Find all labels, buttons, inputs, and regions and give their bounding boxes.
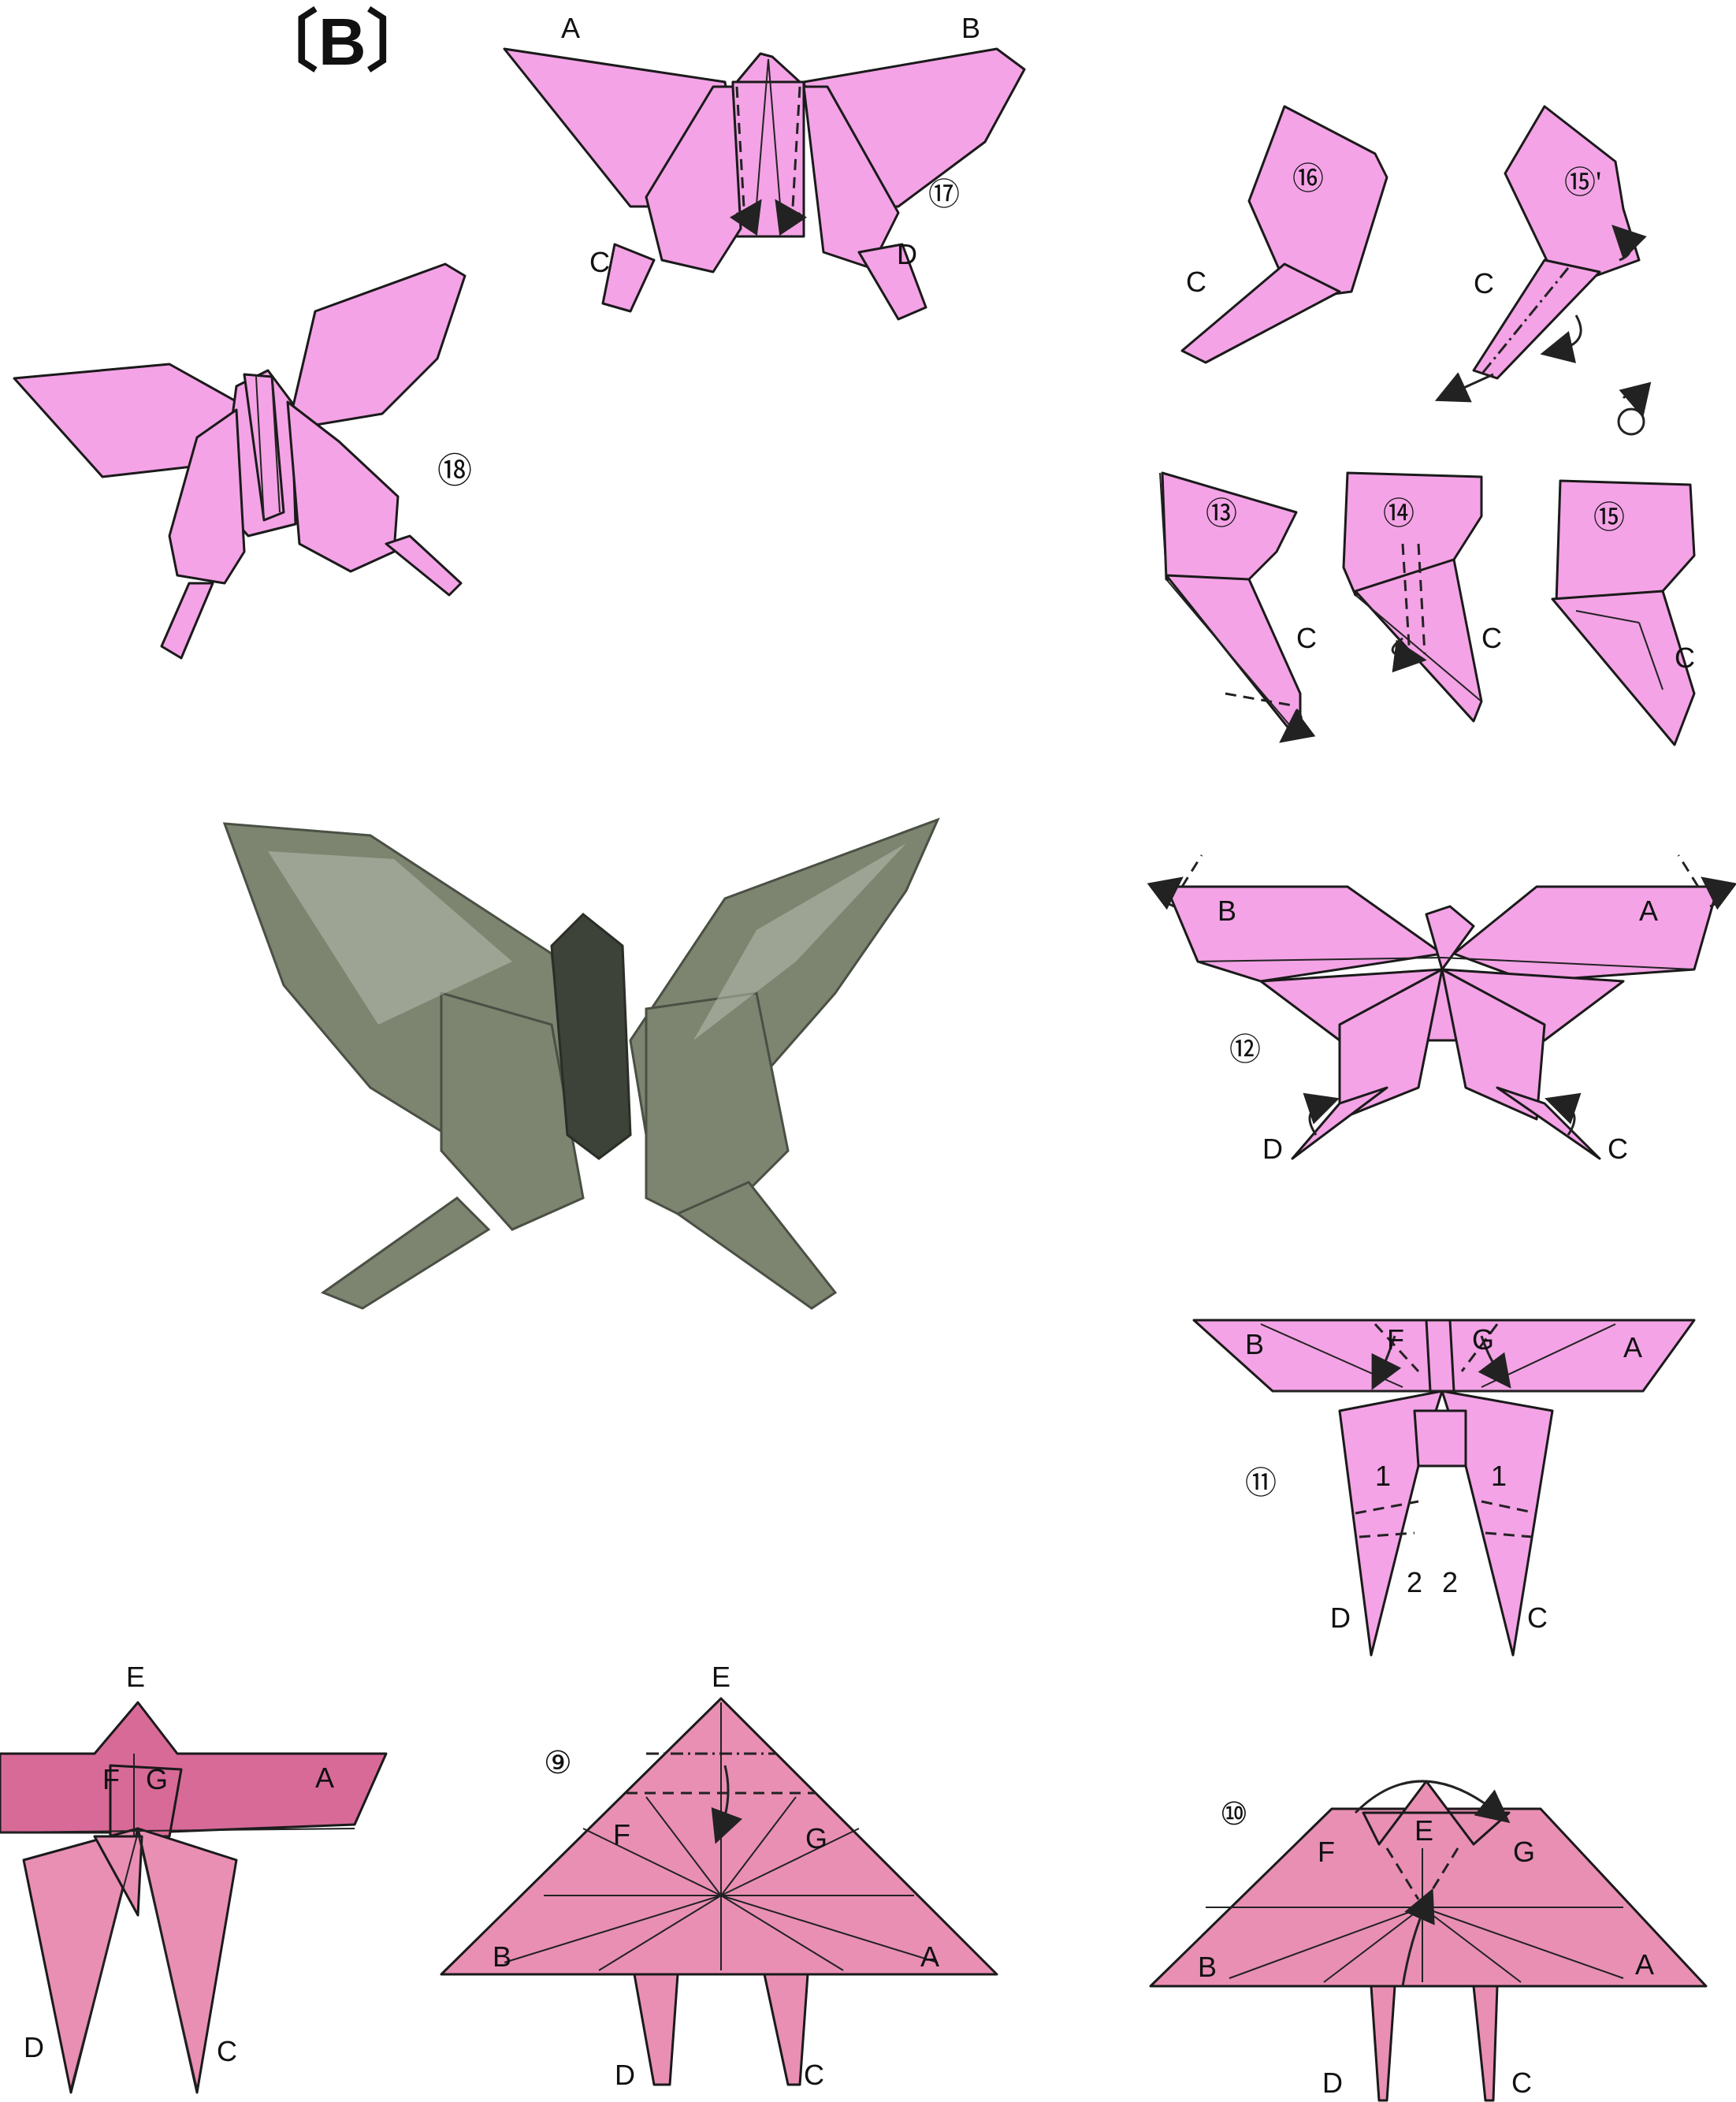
step-10-label-G: G — [1513, 1836, 1535, 1868]
step-18-diagram — [14, 264, 465, 658]
step-17-label-D: D — [897, 238, 917, 270]
step-10-label-A: A — [1635, 1948, 1654, 1981]
step-15-number: ⑮ — [1593, 500, 1625, 535]
section-label: 〔B〕 — [252, 5, 433, 79]
step-9-label-C: C — [804, 2059, 824, 2091]
step-11-label-1-left: 1 — [1375, 1460, 1391, 1492]
step-12-number: ⑫ — [1229, 1032, 1261, 1067]
step-10-label-F: F — [1318, 1836, 1335, 1868]
step-15prime-number: ⑮' — [1564, 165, 1601, 200]
step-9-label-E: E — [712, 1661, 730, 1693]
step-17-label-B: B — [961, 12, 980, 44]
step-15-label-C: C — [1675, 642, 1695, 674]
step-9-label-A: A — [920, 1940, 939, 1973]
step-17-label-A: A — [561, 12, 580, 44]
step-11-label-A: A — [1623, 1331, 1642, 1364]
step-12-label-B: B — [1217, 895, 1236, 927]
step-8-label-A: A — [315, 1762, 334, 1794]
step-9-number: ⑨ — [544, 1745, 572, 1780]
step-11-label-1-right: 1 — [1491, 1460, 1507, 1492]
step-16-number: ⑯ — [1292, 161, 1324, 196]
finished-butterfly-photo — [225, 820, 938, 1308]
step-11-number: ⑪ — [1245, 1465, 1277, 1501]
step-15prime-diagram — [1450, 106, 1639, 394]
step-8-label-F: F — [102, 1763, 120, 1795]
step-12-diagram — [1163, 855, 1721, 1159]
step-11-label-F: F — [1387, 1323, 1404, 1356]
step-9-label-B: B — [493, 1940, 511, 1973]
step-11-label-2-right: 2 — [1442, 1566, 1458, 1598]
step-18-number: ⑱ — [437, 452, 472, 490]
step-8-label-G: G — [146, 1763, 168, 1795]
step-10-label-B: B — [1198, 1951, 1217, 1983]
step-12-label-C: C — [1608, 1133, 1628, 1165]
step-9-label-G: G — [805, 1822, 827, 1855]
step-8-label-E: E — [126, 1661, 145, 1693]
step-11-label-B: B — [1245, 1328, 1264, 1360]
step-8-label-C: C — [217, 2035, 237, 2067]
step-9-diagram — [441, 1698, 997, 2085]
step-8-label-D: D — [24, 2031, 44, 2063]
step-17-number: ⑰ — [928, 177, 960, 212]
step-11-label-2-left: 2 — [1407, 1566, 1422, 1598]
step-10-number: ⑩ — [1220, 1796, 1248, 1832]
step-12-label-D: D — [1262, 1133, 1283, 1165]
step-12-label-A: A — [1639, 895, 1658, 927]
step-11-label-G: G — [1472, 1323, 1494, 1356]
step-9-label-D: D — [615, 2059, 635, 2091]
step-13-number: ⑬ — [1206, 496, 1237, 531]
step-14-number: ⑭ — [1383, 496, 1414, 531]
turn-over-icon — [1619, 393, 1644, 434]
step-16-diagram — [1182, 106, 1387, 363]
step-17-label-C: C — [589, 246, 610, 278]
step-10-label-C: C — [1511, 2067, 1532, 2099]
step-16-label-C: C — [1186, 266, 1206, 298]
step-13-label-C: C — [1296, 622, 1317, 654]
step-10-label-E: E — [1414, 1814, 1433, 1847]
step-11-label-C: C — [1527, 1602, 1548, 1634]
step-11-label-D: D — [1330, 1602, 1351, 1634]
step-10-label-D: D — [1322, 2067, 1343, 2099]
step-15prime-label-C: C — [1474, 267, 1494, 299]
step-9-label-F: F — [613, 1818, 630, 1851]
step-14-label-C: C — [1481, 622, 1502, 654]
